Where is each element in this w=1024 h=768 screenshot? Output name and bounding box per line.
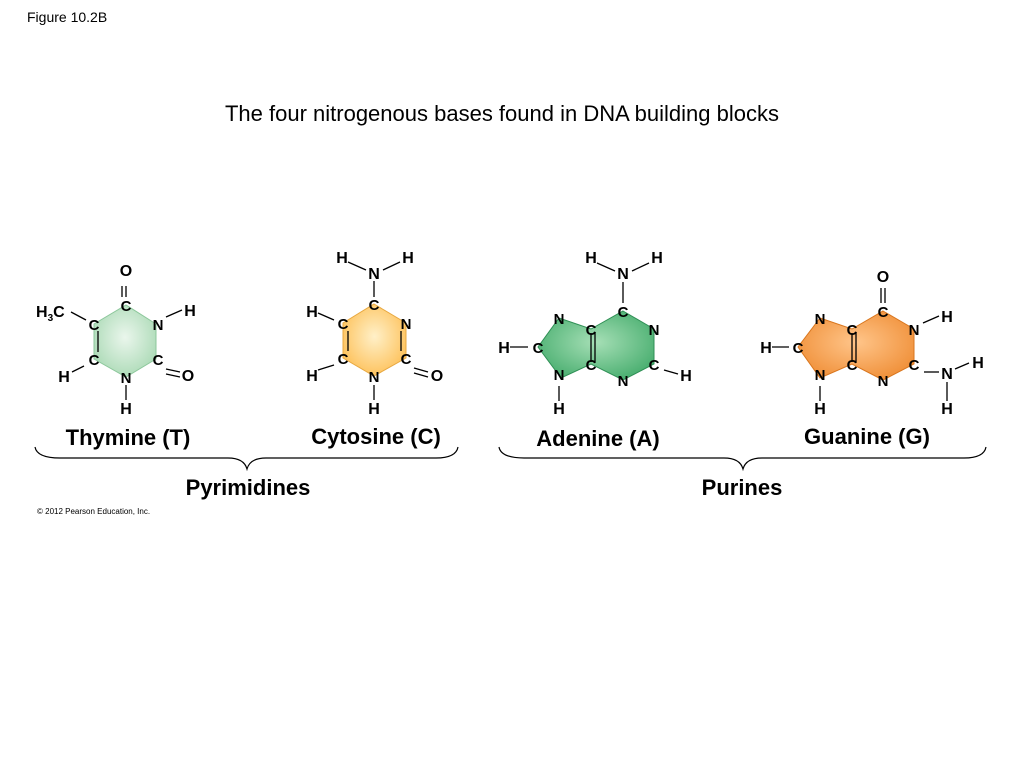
adenine-c8: C [533, 340, 544, 357]
adenine-h-amine-left: H [585, 250, 597, 267]
guanine-h-amine-right: H [972, 355, 984, 372]
cytosine-h-bottom-left: H [306, 368, 318, 385]
thymine-h-bottom: H [120, 401, 132, 418]
thymine-h-n: H [184, 303, 196, 320]
guanine-h-left: H [760, 340, 772, 357]
thymine-n1: N [121, 370, 132, 387]
thymine-o-top: O [120, 263, 132, 280]
adenine-ring [537, 310, 655, 381]
slide-title: The four nitrogenous bases found in DNA … [224, 101, 779, 126]
adenine-structure: H N H C N C N C C N C N H H H Adenine (A… [498, 250, 692, 451]
adenine-h-amine-right: H [651, 250, 663, 267]
cytosine-c6: C [338, 351, 349, 368]
cytosine-h-amine-left: H [336, 250, 348, 267]
purines-label: Purines [702, 475, 783, 500]
cytosine-c4: C [369, 297, 380, 314]
guanine-n1: N [909, 322, 920, 339]
pyrimidines-brace [34, 446, 459, 472]
adenine-c6: C [618, 304, 629, 321]
cytosine-c2: C [401, 351, 412, 368]
cytosine-ring [342, 303, 407, 377]
cytosine-h-amine-right: H [402, 250, 414, 267]
thymine-n3: N [153, 317, 164, 334]
guanine-c4: C [847, 357, 858, 374]
adenine-n-amine: N [617, 266, 629, 283]
adenine-c5: C [586, 322, 597, 339]
guanine-structure: O C N C N C C N C N H H N H H H Guanine … [760, 269, 984, 449]
thymine-c2: C [121, 298, 132, 315]
guanine-o: O [877, 269, 889, 286]
thymine-ring [93, 304, 157, 378]
guanine-c8: C [793, 340, 804, 357]
thymine-c6: C [89, 352, 100, 369]
pyrimidines-label: Pyrimidines [186, 475, 311, 500]
thymine-o-right: O [182, 368, 194, 385]
cytosine-h-bottom: H [368, 401, 380, 418]
guanine-n3: N [878, 373, 889, 390]
adenine-n1: N [649, 322, 660, 339]
adenine-n3: N [618, 373, 629, 390]
thymine-structure: O C N C N C C H O H H H3C Thymine (T) [36, 263, 196, 450]
adenine-c4: C [586, 357, 597, 374]
adenine-c2: C [649, 357, 660, 374]
cytosine-c5: C [338, 316, 349, 333]
cytosine-n3: N [401, 316, 412, 333]
guanine-n7: N [815, 311, 826, 328]
thymine-c4: C [153, 352, 164, 369]
guanine-c2: C [909, 357, 920, 374]
adenine-h-left: H [498, 340, 510, 357]
guanine-c6: C [878, 304, 889, 321]
adenine-n7: N [554, 311, 565, 328]
guanine-n9: N [815, 367, 826, 384]
guanine-name: Guanine (G) [804, 424, 930, 449]
figure-label: Figure 10.2B [27, 9, 108, 25]
cytosine-structure: H N H C N C N C C H H H O Cytosine (C) [306, 250, 443, 449]
thymine-name: Thymine (T) [66, 425, 191, 450]
guanine-h-amine-bottom: H [941, 401, 953, 418]
guanine-n-amine: N [941, 366, 953, 383]
purines-brace [498, 446, 987, 472]
adenine-n9: N [554, 367, 565, 384]
cytosine-o: O [431, 368, 443, 385]
thymine-c5: C [89, 317, 100, 334]
cytosine-n-amine: N [368, 266, 380, 283]
copyright-notice: © 2012 Pearson Education, Inc. [37, 507, 151, 516]
adenine-h-right: H [680, 368, 692, 385]
cytosine-n1: N [369, 369, 380, 386]
adenine-name: Adenine (A) [536, 426, 659, 451]
guanine-c5: C [847, 322, 858, 339]
guanine-h-n1: H [941, 309, 953, 326]
thymine-methyl: H3C [36, 304, 65, 324]
thymine-h-left: H [58, 369, 70, 386]
guanine-h-bottom: H [814, 401, 826, 418]
adenine-h-bottom: H [553, 401, 565, 418]
cytosine-h-top-left: H [306, 304, 318, 321]
cytosine-name: Cytosine (C) [311, 424, 441, 449]
